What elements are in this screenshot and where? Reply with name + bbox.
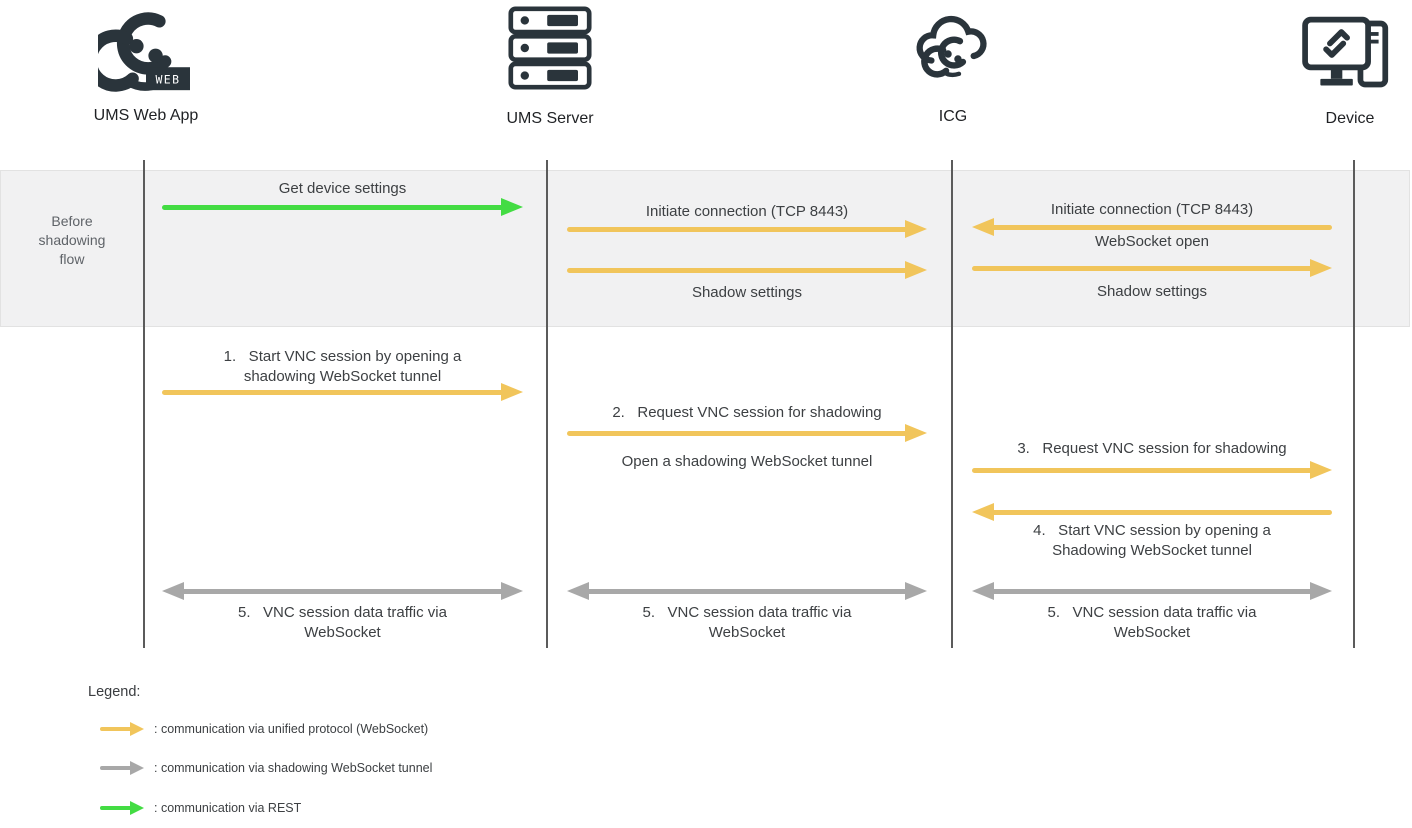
label-step-4: 4. Start VNC session by opening a Shadow… [1033,522,1271,559]
label-initiate-connection-ums-icg: Initiate connection (TCP 8443) [645,203,849,220]
label-get-device-settings: Get device settings [278,180,407,197]
label-step-5-icg-device: 5. VNC session data traffic via WebSocke… [1047,604,1257,641]
legend-unified-arrow-icon [100,722,144,736]
before-shadowing-band [0,170,1410,327]
actor-label-ums-web-app: UMS Web App [93,107,199,124]
band-label: Before shadowing flow [38,213,106,267]
legend-title: Legend: [88,684,141,700]
arrow-step-5-server-icg [567,582,927,600]
arrow-step-3 [972,461,1332,479]
label-open-shadowing-tunnel: Open a shadowing WebSocket tunnel [621,453,873,470]
arrow-shadow-settings-ums-icg [567,261,927,279]
legend-rest-label: : communication via REST [154,801,302,815]
legend-unified-label: : communication via unified protocol (We… [154,722,429,736]
legend-tunnel-arrow-icon [100,761,144,775]
actor-label-ums-server: UMS Server [506,110,594,127]
label-step-3: 3. Request VNC session for shadowing [1017,440,1287,457]
actor-label-device: Device [1325,110,1375,127]
arrow-step-1 [162,383,523,401]
device-icon [1302,16,1389,88]
arrow-shadow-settings-icg-device [972,259,1332,277]
arrow-step-2 [567,424,927,442]
ums-server-icon [508,6,592,90]
lifeline-ums-web-app [143,160,145,648]
arrow-initiate-connection-ums-icg [567,220,927,238]
ums-web-app-logo-icon: WEB [98,12,190,92]
arrow-get-device-settings [162,198,523,216]
arrow-step-5-icg-device [972,582,1332,600]
label-step-5-webapp-server: 5. VNC session data traffic via WebSocke… [238,604,447,641]
arrow-initiate-connection-device-icg [972,218,1332,236]
lifeline-ums-server [546,160,548,648]
label-step-1: 1. Start VNC session by opening a shadow… [223,348,462,385]
legend-tunnel-label: : communication via shadowing WebSocket … [154,761,433,775]
label-websocket-open: WebSocket open [1095,233,1209,250]
web-badge-label: WEB [155,72,180,86]
label-step-5-server-icg: 5. VNC session data traffic via WebSocke… [642,604,852,641]
label-shadow-settings-icg-device: Shadow settings [1096,283,1208,300]
lifeline-icg [951,160,953,648]
lifeline-device [1353,160,1355,648]
label-initiate-connection-device-icg: Initiate connection (TCP 8443) [1050,201,1254,218]
web-badge [146,67,190,91]
arrow-step-5-webapp-server [162,582,523,600]
icg-cloud-icon [916,15,987,78]
label-step-2: 2. Request VNC session for shadowing [612,404,882,421]
label-shadow-settings-ums-icg: Shadow settings [691,284,803,301]
arrow-step-4 [972,503,1332,521]
legend-rest-arrow-icon [100,801,144,815]
actor-label-icg: ICG [938,108,968,125]
